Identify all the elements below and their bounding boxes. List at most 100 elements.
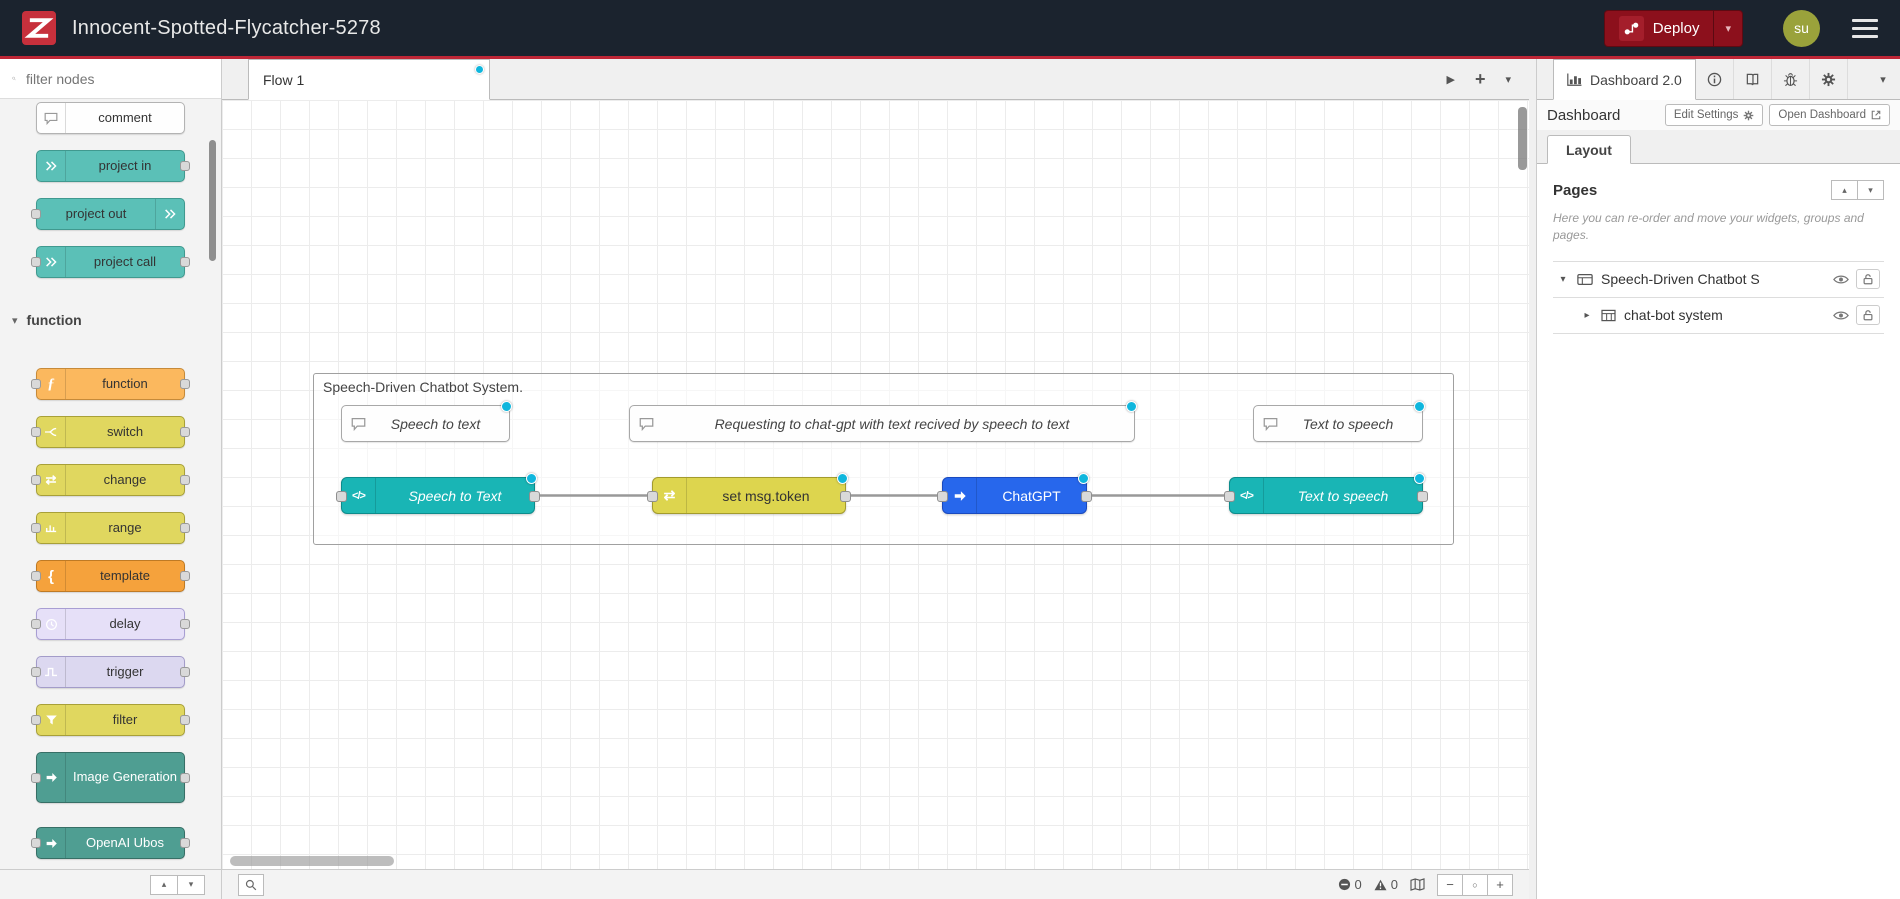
canvas-vertical-scrollbar[interactable] bbox=[1518, 107, 1527, 170]
output-port[interactable] bbox=[180, 161, 190, 171]
tab-flow-1[interactable]: Flow 1 bbox=[248, 59, 490, 100]
flow-node-chatgpt[interactable]: ChatGPT bbox=[937, 473, 1092, 514]
palette-node-filter[interactable]: filter bbox=[31, 704, 190, 736]
output-port[interactable] bbox=[180, 523, 190, 533]
input-port[interactable] bbox=[31, 715, 41, 725]
error-count[interactable]: 0 bbox=[1338, 877, 1362, 892]
zoom-in-button[interactable]: + bbox=[1487, 873, 1513, 896]
tab-dashboard-2-0[interactable]: Dashboard 2.0 bbox=[1553, 59, 1696, 100]
input-port[interactable] bbox=[31, 427, 41, 437]
visibility-toggle-button[interactable] bbox=[1833, 310, 1849, 321]
input-port[interactable] bbox=[31, 773, 41, 783]
input-port[interactable] bbox=[31, 379, 41, 389]
deploy-button[interactable]: Deploy ▾ bbox=[1603, 9, 1743, 47]
palette-node-project-in[interactable]: project in bbox=[36, 150, 190, 182]
comment-node-requesting-chatgpt[interactable]: Requesting to chat-gpt with text recived… bbox=[629, 401, 1137, 442]
tab-layout[interactable]: Layout bbox=[1547, 135, 1631, 164]
sidebar-resize-handle[interactable] bbox=[1529, 59, 1537, 899]
palette-filter-input[interactable] bbox=[24, 69, 209, 88]
palette-node-image-generation[interactable]: Image Generation bbox=[31, 752, 190, 803]
comment-node-speech-to-text[interactable]: Speech to text bbox=[341, 401, 512, 442]
output-port[interactable] bbox=[180, 571, 190, 581]
tab-help[interactable] bbox=[1734, 59, 1772, 99]
palette-node-change[interactable]: ⇄ change bbox=[31, 464, 190, 496]
input-port[interactable] bbox=[647, 491, 658, 502]
tab-debug[interactable] bbox=[1772, 59, 1810, 99]
chevron-right-icon[interactable]: ▸ bbox=[1584, 309, 1590, 321]
output-port[interactable] bbox=[180, 379, 190, 389]
flow-list-button[interactable]: ▾ bbox=[1505, 73, 1511, 86]
comment-label: Speech to text bbox=[390, 415, 481, 432]
output-port[interactable] bbox=[180, 838, 190, 848]
open-dashboard-button[interactable]: Open Dashboard bbox=[1769, 104, 1890, 126]
tree-row-group[interactable]: ▸ chat-bot system bbox=[1553, 297, 1884, 334]
flow-canvas[interactable]: Speech-Driven Chatbot System. Speech to … bbox=[222, 100, 1529, 869]
palette-category-function[interactable]: ▾ function bbox=[0, 294, 221, 368]
visibility-toggle-button[interactable] bbox=[1833, 274, 1849, 285]
flow-group[interactable]: Speech-Driven Chatbot System. bbox=[313, 373, 1454, 545]
input-port[interactable] bbox=[937, 491, 948, 502]
comment-node-text-to-speech[interactable]: Text to speech bbox=[1253, 401, 1425, 442]
palette-node-project-out[interactable]: project out bbox=[31, 198, 185, 230]
minimap-button[interactable] bbox=[1410, 878, 1425, 891]
palette-node-trigger[interactable]: trigger bbox=[31, 656, 190, 688]
palette-node-project-call[interactable]: project call bbox=[31, 246, 190, 278]
add-flow-button[interactable]: + bbox=[1474, 68, 1486, 89]
main-menu-button[interactable] bbox=[1852, 18, 1878, 38]
user-avatar[interactable]: su bbox=[1783, 9, 1820, 47]
input-port[interactable] bbox=[31, 838, 41, 848]
canvas-horizontal-scrollbar[interactable] bbox=[230, 856, 394, 866]
move-down-button[interactable]: ▾ bbox=[1857, 180, 1884, 200]
palette-node-openai-ubos[interactable]: OpenAI Ubos bbox=[31, 827, 190, 859]
output-port[interactable] bbox=[1081, 491, 1092, 502]
palette-collapse-all-button[interactable]: ▴ bbox=[150, 874, 178, 895]
deploy-options-button[interactable]: ▾ bbox=[1713, 10, 1742, 46]
node-red-logo[interactable] bbox=[22, 11, 56, 45]
output-port[interactable] bbox=[180, 257, 190, 267]
input-port[interactable] bbox=[31, 523, 41, 533]
palette-node-comment[interactable]: comment bbox=[36, 102, 185, 134]
palette-node-template[interactable]: { template bbox=[31, 560, 190, 592]
zoom-out-button[interactable]: − bbox=[1437, 873, 1463, 896]
search-flows-button[interactable] bbox=[238, 873, 264, 896]
input-port[interactable] bbox=[31, 209, 41, 219]
tab-config-nodes[interactable] bbox=[1810, 59, 1848, 99]
flow-node-text-to-speech[interactable]: </> Text to speech bbox=[1224, 473, 1428, 514]
palette-node-range[interactable]: range bbox=[31, 512, 190, 544]
flow-node-set-msg-token[interactable]: ⇄ set msg.token bbox=[647, 473, 851, 514]
input-port[interactable] bbox=[31, 257, 41, 267]
sidebar-tabs-dropdown[interactable]: ▾ bbox=[1880, 73, 1886, 86]
palette-node-delay[interactable]: delay bbox=[31, 608, 190, 640]
palette-node-function[interactable]: ƒ function bbox=[31, 368, 190, 400]
output-port[interactable] bbox=[1417, 491, 1428, 502]
lock-toggle-button[interactable] bbox=[1856, 269, 1880, 290]
input-port[interactable] bbox=[31, 571, 41, 581]
input-port[interactable] bbox=[336, 491, 347, 502]
input-port[interactable] bbox=[31, 475, 41, 485]
warning-count[interactable]: 0 bbox=[1374, 877, 1398, 892]
palette-node-switch[interactable]: switch bbox=[31, 416, 190, 448]
output-port[interactable] bbox=[840, 491, 851, 502]
output-port[interactable] bbox=[180, 427, 190, 437]
input-port[interactable] bbox=[31, 619, 41, 629]
input-port[interactable] bbox=[31, 667, 41, 677]
output-port[interactable] bbox=[180, 475, 190, 485]
tab-info[interactable] bbox=[1696, 59, 1734, 99]
output-port[interactable] bbox=[180, 773, 190, 783]
tree-row-page[interactable]: ▾ Speech-Driven Chatbot S bbox=[1553, 261, 1884, 298]
palette-expand-all-button[interactable]: ▾ bbox=[177, 874, 205, 895]
edit-settings-button[interactable]: Edit Settings bbox=[1664, 104, 1764, 126]
tab-next-button[interactable]: ▶ bbox=[1446, 73, 1455, 86]
output-port[interactable] bbox=[180, 619, 190, 629]
output-port[interactable] bbox=[529, 491, 540, 502]
output-port[interactable] bbox=[180, 667, 190, 677]
lock-toggle-button[interactable] bbox=[1856, 305, 1880, 326]
move-up-button[interactable]: ▴ bbox=[1831, 180, 1858, 200]
chevron-down-icon[interactable]: ▾ bbox=[1560, 273, 1566, 285]
input-port[interactable] bbox=[1224, 491, 1235, 502]
output-port[interactable] bbox=[180, 715, 190, 725]
zoom-reset-button[interactable]: ○ bbox=[1462, 873, 1488, 896]
flow-node-speech-to-text[interactable]: </> Speech to Text bbox=[336, 473, 540, 514]
palette-scrollbar[interactable] bbox=[209, 140, 216, 261]
change-icon: ⇄ bbox=[653, 478, 687, 513]
